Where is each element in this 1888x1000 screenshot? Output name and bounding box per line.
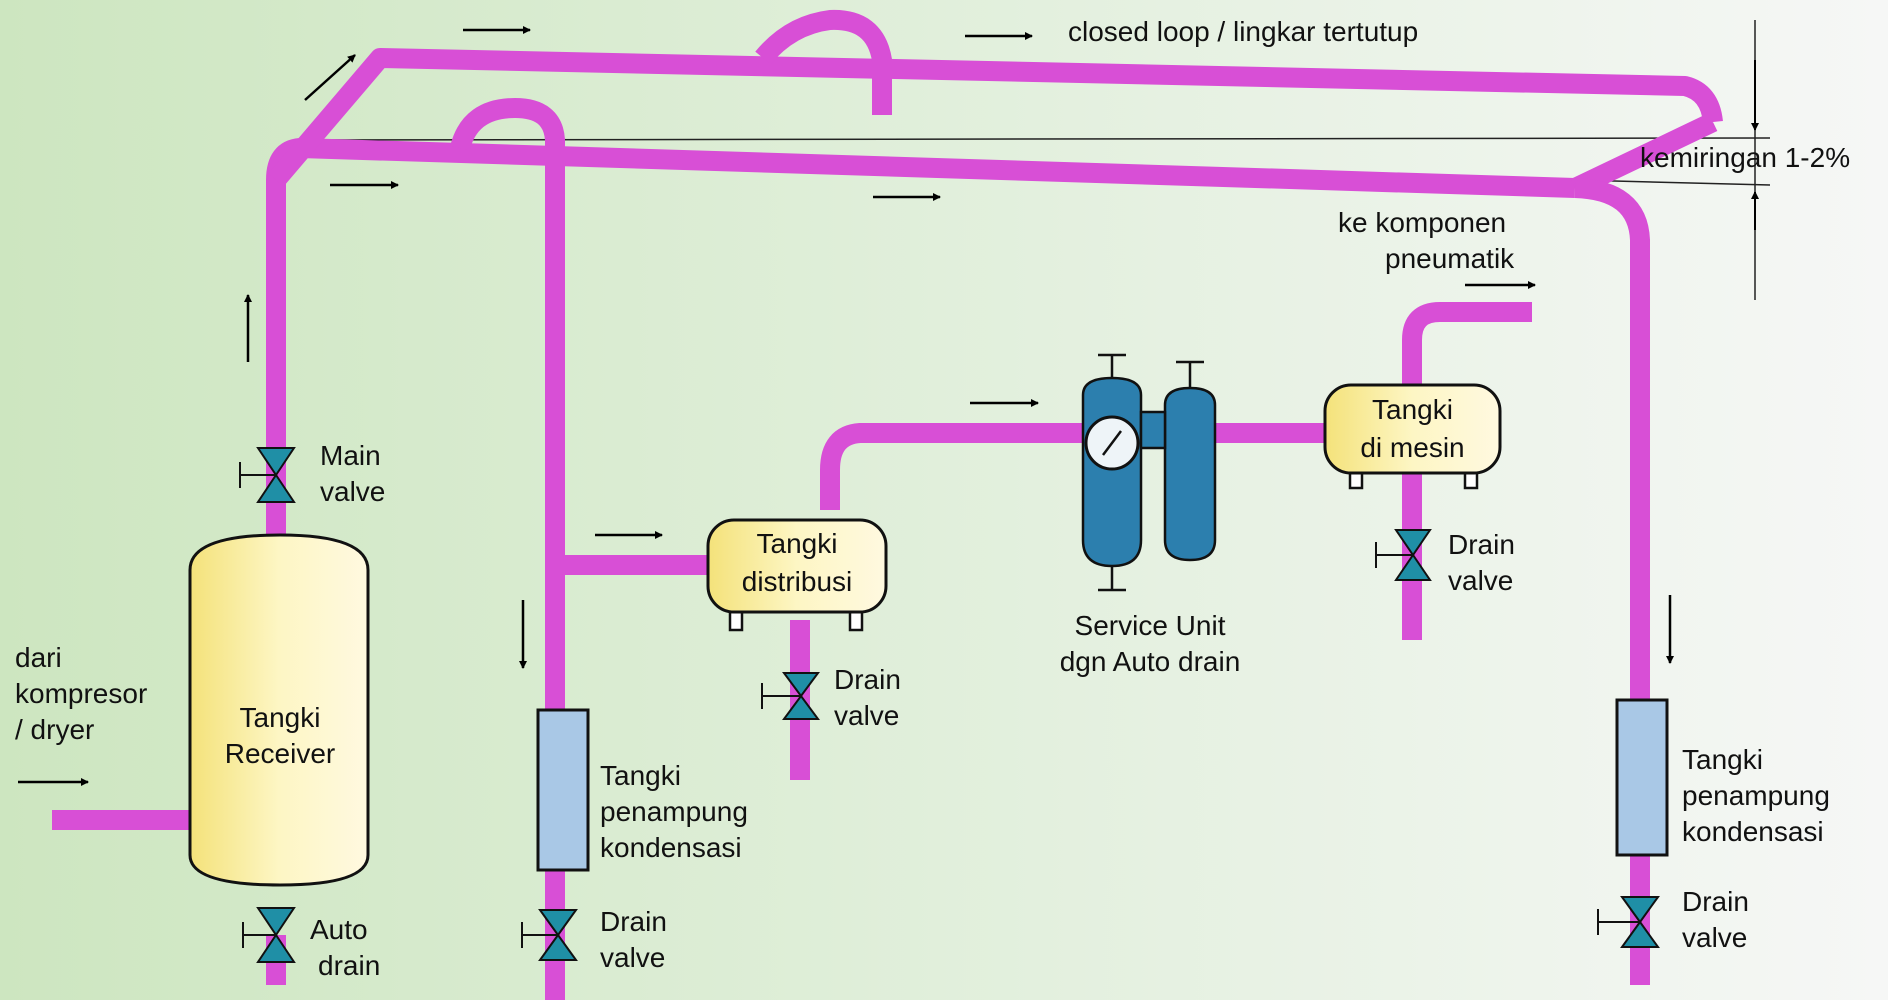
condensate-right-label-line1: Tangki — [1682, 744, 1763, 775]
condensate-left-label-line3: kondensasi — [600, 832, 742, 863]
valve-icon — [521, 909, 578, 961]
receiver-tank — [188, 533, 370, 887]
distribution-tank-label-line1: Tangki — [756, 528, 838, 559]
receiver-label-line2: Receiver — [224, 738, 336, 769]
auto-drain-label-line2: drain — [318, 950, 381, 981]
distribution-tank — [706, 518, 888, 632]
main-valve-label-line2: valve — [320, 476, 386, 507]
arrow-icon — [304, 54, 356, 101]
drain-valve-2-label-line2: valve — [834, 700, 900, 731]
receiver-label-line1: Tangki — [239, 702, 321, 733]
pipe-top-loop — [268, 48, 1723, 198]
drain-valve-1-label-line1: Drain — [600, 906, 667, 937]
condensate-left-label-line1: Tangki — [600, 760, 681, 791]
from-compressor-label-line1: dari — [15, 642, 62, 673]
to-components-label-line2: pneumatik — [1385, 243, 1515, 274]
slope-label: kemiringan 1-2% — [1640, 142, 1851, 173]
condensate-right-label-line2: penampung — [1682, 780, 1830, 811]
from-compressor-label-line3: / dryer — [15, 714, 95, 745]
condensate-left-label-line2: penampung — [600, 796, 748, 827]
service-unit-label-line2: dgn Auto drain — [1059, 646, 1241, 677]
pipe-loop-hump — [755, 9, 892, 115]
valve-icon — [1597, 896, 1660, 948]
main-valve-label-line1: Main — [320, 440, 381, 471]
pipe-machine-outlet — [1402, 302, 1532, 640]
to-components-label-line1: ke komponen — [1338, 207, 1507, 238]
valve-icon — [1375, 529, 1432, 581]
service-unit — [1081, 353, 1217, 592]
auto-drain-label-line1: Auto — [310, 914, 368, 945]
condensate-right-label-line3: kondensasi — [1682, 816, 1824, 847]
drain-valve-4-label-line2: valve — [1682, 922, 1748, 953]
from-compressor-label-line2: kompresor — [15, 678, 148, 709]
condensate-tank-left — [536, 708, 590, 872]
machine-tank-label-line1: Tangki — [1372, 394, 1453, 425]
valve-icon — [239, 447, 296, 503]
valves — [239, 447, 1660, 963]
machine-tank — [1323, 383, 1502, 490]
flow-arrows — [18, 26, 1674, 786]
valve-icon — [761, 672, 820, 720]
drain-valve-1-label-line2: valve — [600, 942, 666, 973]
drain-valve-3-label-line2: valve — [1448, 565, 1514, 596]
drain-valve-4-label-line1: Drain — [1682, 886, 1749, 917]
drain-valve-3-label-line1: Drain — [1448, 529, 1515, 560]
distribution-tank-label-line2: distribusi — [741, 566, 853, 597]
drain-valve-2-label-line1: Drain — [834, 664, 901, 695]
condensate-tank-right — [1615, 698, 1669, 857]
closed-loop-label: closed loop / lingkar tertutup — [1068, 16, 1419, 47]
service-unit-label-line1: Service Unit — [1074, 610, 1226, 641]
machine-tank-label-line2: di mesin — [1360, 432, 1465, 463]
valve-icon — [242, 907, 296, 963]
